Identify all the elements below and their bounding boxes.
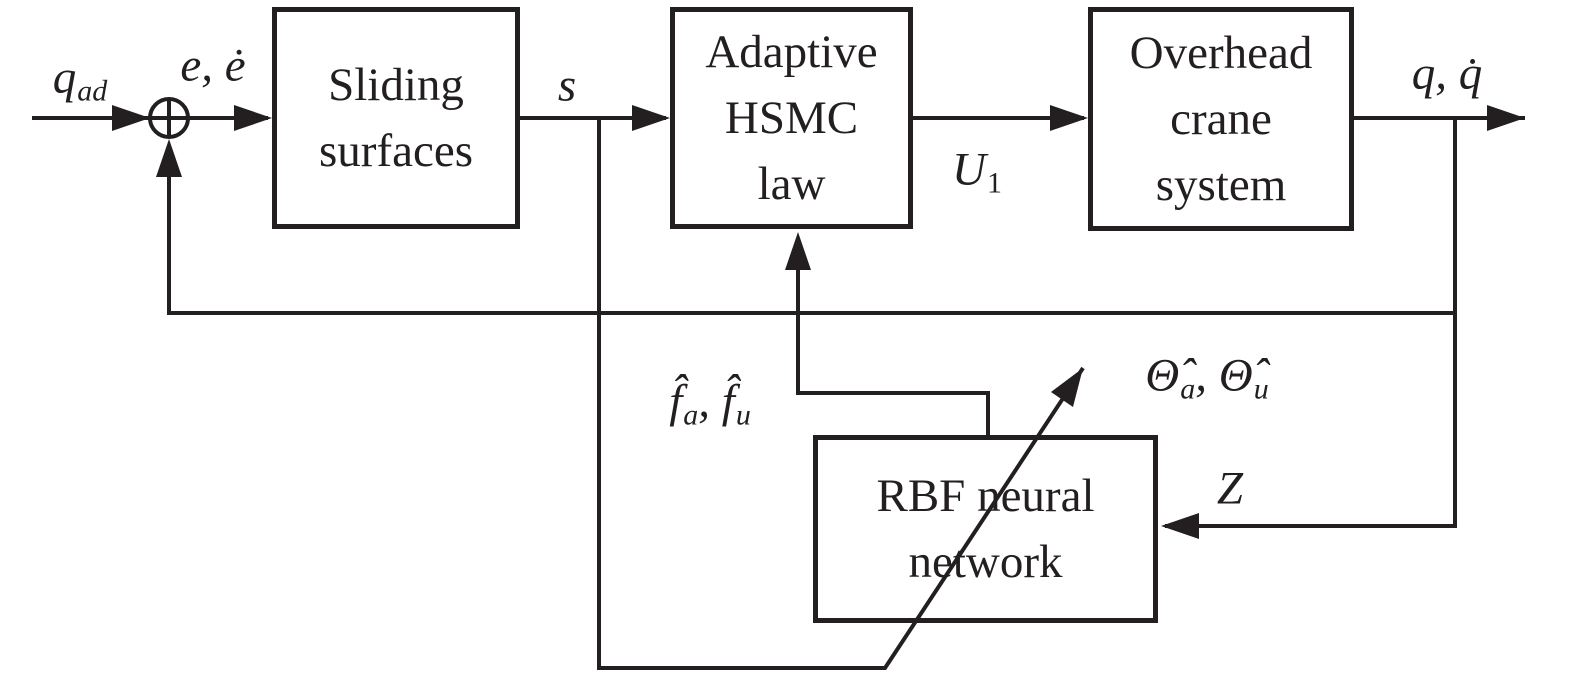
label-error-signals: e, ė — [180, 39, 246, 92]
arrowhead-output — [1487, 105, 1525, 131]
label-f-estimates-separator: , — [698, 375, 722, 428]
label-theta-estimates-first-base: Θ̂ — [1145, 349, 1180, 402]
label-sliding-variable: s — [557, 59, 577, 112]
label-f-estimates-second-base: f̂ — [721, 375, 735, 428]
block-rbf-neural-network-line1: RBF neural — [876, 470, 1095, 522]
label-control-input-subscript: 1 — [986, 166, 1002, 200]
label-theta-estimates-second-base: Θ̂ — [1218, 349, 1253, 402]
label-f-estimates-first-base: f̂ — [669, 375, 683, 428]
block-adaptive-hsmc-law-line3: law — [757, 158, 826, 210]
arrowhead-feedback-into-sum — [156, 139, 182, 177]
label-theta-estimates-separator: , — [1195, 349, 1219, 402]
block-rbf-neural-network: RBF neural network — [813, 435, 1158, 623]
label-theta-estimates-first-subscript: a — [1180, 372, 1196, 406]
label-reference-base: q — [52, 51, 77, 104]
block-adaptive-hsmc-law: Adaptive HSMC law — [670, 7, 913, 229]
arrowhead-into-hsmc-bottom — [785, 232, 811, 270]
arrowhead-into-hsmc — [632, 105, 670, 131]
label-theta-estimates: Θ̂a, Θ̂u — [1145, 349, 1268, 404]
arrowhead-into-crane — [1050, 105, 1088, 131]
label-plant-output: q, q̇ — [1411, 47, 1483, 100]
label-control-input-u1: U1 — [952, 143, 1002, 198]
block-overhead-crane-system: Overhead crane system — [1088, 7, 1354, 231]
label-theta-estimates-second-subscript: u — [1253, 372, 1269, 406]
block-overhead-crane-system-line2: crane — [1170, 93, 1272, 145]
block-overhead-crane-system-line3: system — [1155, 159, 1287, 211]
block-adaptive-hsmc-law-line2: HSMC — [724, 92, 859, 144]
summing-junction-plus-icon — [150, 99, 188, 137]
block-adaptive-hsmc-law-line1: Adaptive — [705, 26, 878, 78]
wire-rbf-to-hsmc — [796, 240, 990, 435]
label-f-estimates-second-subscript: u — [735, 398, 751, 432]
label-f-estimates-first-subscript: a — [683, 398, 699, 432]
block-overhead-crane-system-line1: Overhead — [1129, 27, 1313, 79]
block-sliding-surfaces-line1: Sliding — [328, 59, 464, 111]
label-rbf-input-z: Z — [1216, 462, 1244, 515]
wire-s-branch-to-rbf-diagonal — [597, 118, 1085, 670]
wire-feedback-down-and-z — [1165, 118, 1457, 528]
label-reference-qad: qad — [52, 51, 108, 106]
block-sliding-surfaces: Sliding surfaces — [272, 7, 520, 229]
label-reference-subscript: ad — [77, 74, 108, 108]
arrowhead-into-sliding — [234, 105, 272, 131]
block-rbf-neural-network-line2: network — [908, 536, 1063, 588]
label-f-estimates: f̂a, f̂u — [669, 375, 751, 430]
block-sliding-surfaces-line2: surfaces — [319, 125, 473, 177]
wire-feedback-to-sum — [167, 150, 1455, 315]
arrowhead-diagonal-adaptation — [1051, 368, 1083, 407]
label-control-input-base: U — [952, 143, 986, 196]
arrowhead-into-sum — [112, 105, 150, 131]
arrowhead-z-into-rbf — [1161, 513, 1199, 539]
